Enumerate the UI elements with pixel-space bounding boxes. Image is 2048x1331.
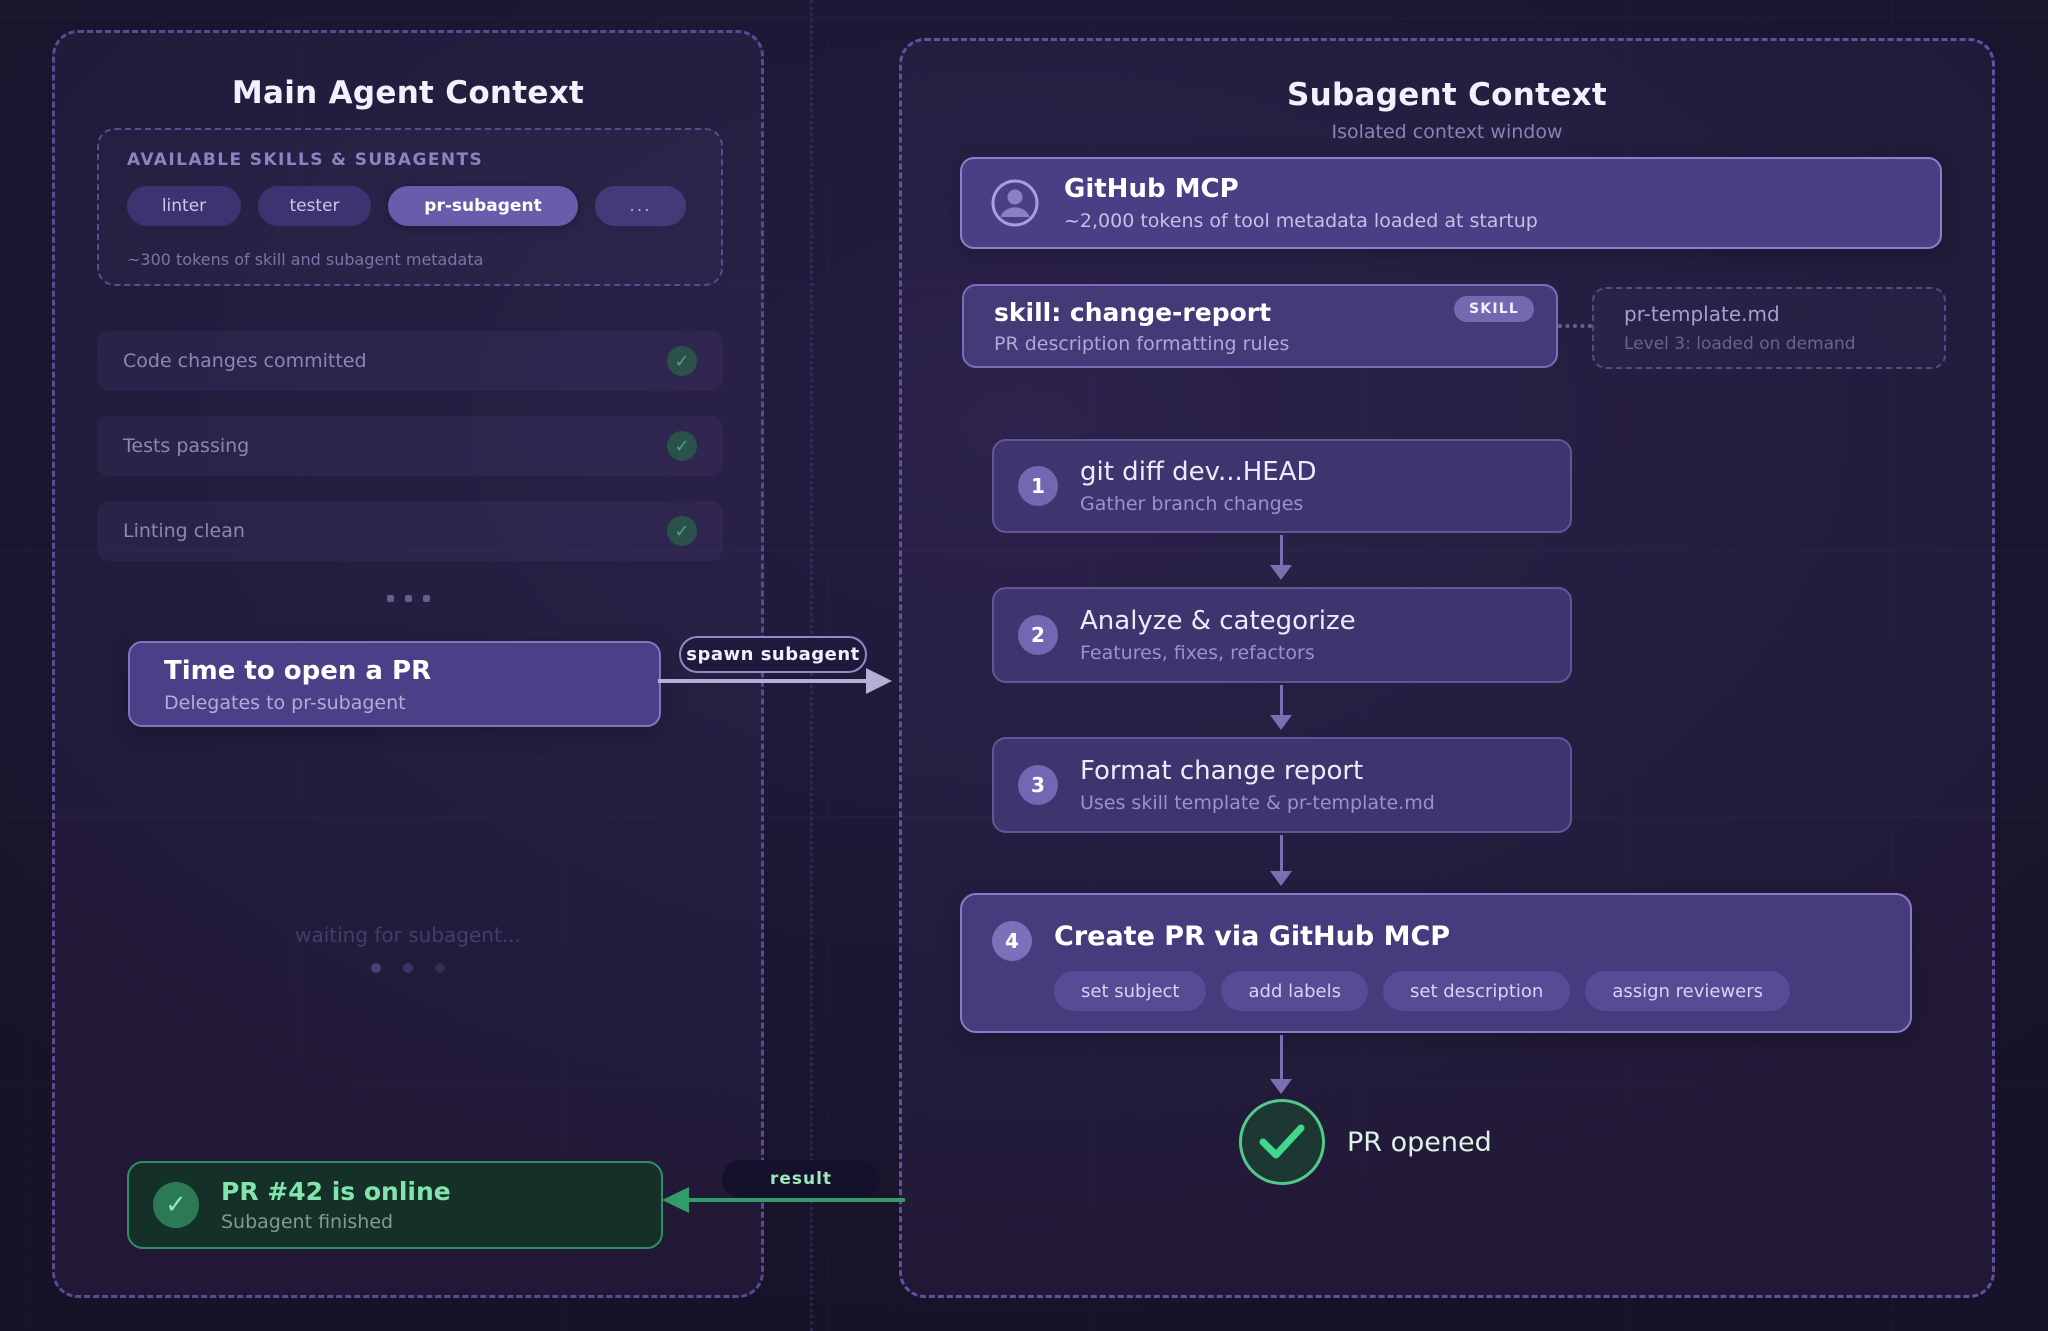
- ellipsis-dots: [55, 595, 761, 602]
- checklist-label: Linting clean: [123, 520, 245, 542]
- step-number-badge: 2: [1018, 615, 1058, 655]
- pr-opened-label: PR opened: [1347, 1127, 1492, 1158]
- step-subtitle: Gather branch changes: [1080, 493, 1304, 515]
- flow-arrow-line: [1280, 685, 1283, 717]
- skills-box-label: AVAILABLE SKILLS & SUBAGENTS: [127, 150, 484, 170]
- flow-arrow-head-icon: [1270, 871, 1292, 886]
- pr-opened-check-icon: [1239, 1099, 1325, 1185]
- pr-template-card: pr-template.md Level 3: loaded on demand: [1592, 287, 1946, 369]
- step-1-git-diff: 1 git diff dev...HEAD Gather branch chan…: [992, 439, 1572, 533]
- checklist-row-code-committed: Code changes committed ✓: [97, 331, 723, 391]
- flow-arrow-line: [1280, 1035, 1283, 1081]
- step-4-create-pr-card: 4 Create PR via GitHub MCP set subject a…: [960, 893, 1912, 1033]
- subagent-panel-title: Subagent Context: [1287, 77, 1607, 113]
- waiting-loader-dots: [55, 963, 761, 973]
- skill-pill-pr-subagent: pr-subagent: [388, 186, 578, 226]
- main-agent-context-panel: Main Agent Context AVAILABLE SKILLS & SU…: [52, 30, 764, 1298]
- step-title: Format change report: [1080, 756, 1364, 786]
- mcp-card-title: GitHub MCP: [1064, 174, 1239, 204]
- main-panel-title: Main Agent Context: [231, 75, 585, 111]
- time-card-title: Time to open a PR: [164, 656, 432, 686]
- step-number-badge: 3: [1018, 765, 1058, 805]
- step-subtitle: Features, fixes, refactors: [1080, 642, 1315, 664]
- subagent-panel-subtitle: Isolated context window: [1331, 121, 1563, 143]
- flow-arrow-head-icon: [1270, 1079, 1292, 1094]
- pr-card-subtitle: Subagent finished: [221, 1211, 394, 1233]
- flow-arrow-line: [1280, 835, 1283, 873]
- time-card-subtitle: Delegates to pr-subagent: [164, 692, 406, 714]
- spawn-arrow-head-icon: [866, 668, 892, 694]
- template-card-title: pr-template.md: [1624, 302, 1780, 326]
- pr-card-title: PR #42 is online: [221, 1177, 451, 1206]
- chip-add-labels: add labels: [1221, 971, 1368, 1011]
- flow-arrow-line: [1280, 535, 1283, 567]
- pr-online-result-card: ✓ PR #42 is online Subagent finished: [127, 1161, 663, 1249]
- skill-card-title: skill: change-report: [994, 298, 1272, 327]
- skill-pill-more: ...: [595, 186, 686, 226]
- step-title: Create PR via GitHub MCP: [1054, 921, 1451, 952]
- spawn-arrow-line: [658, 679, 868, 683]
- result-arrow-head-icon: [662, 1187, 689, 1213]
- chip-set-description: set description: [1383, 971, 1571, 1011]
- skill-pill-tester: tester: [258, 186, 371, 226]
- checklist-row-linting-clean: Linting clean ✓: [97, 501, 723, 561]
- skill-card-subtitle: PR description formatting rules: [994, 333, 1290, 355]
- skills-token-meta: ~300 tokens of skill and subagent metada…: [127, 250, 484, 269]
- step-title: Analyze & categorize: [1080, 606, 1356, 636]
- template-card-subtitle: Level 3: loaded on demand: [1624, 334, 1856, 354]
- result-label: result: [722, 1160, 880, 1198]
- chip-assign-reviewers: assign reviewers: [1585, 971, 1791, 1011]
- step-subtitle: Uses skill template & pr-template.md: [1080, 792, 1435, 814]
- check-circle-icon: ✓: [667, 431, 697, 461]
- checklist-label: Tests passing: [123, 435, 250, 457]
- flow-arrow-head-icon: [1270, 565, 1292, 580]
- time-to-open-pr-card: Time to open a PR Delegates to pr-subage…: [128, 641, 661, 727]
- avatar-icon: [990, 178, 1040, 228]
- checklist-label: Code changes committed: [123, 350, 367, 372]
- step-2-analyze: 2 Analyze & categorize Features, fixes, …: [992, 587, 1572, 683]
- skills-pill-row: linter tester pr-subagent ...: [127, 186, 686, 226]
- waiting-for-subagent-text: waiting for subagent...: [295, 923, 521, 947]
- skill-template-connector-line: [1558, 324, 1592, 328]
- step-3-format-report: 3 Format change report Uses skill templa…: [992, 737, 1572, 833]
- chip-set-subject: set subject: [1054, 971, 1207, 1011]
- check-circle-icon: ✓: [667, 346, 697, 376]
- pr-action-chip-row: set subject add labels set description a…: [1054, 971, 1791, 1011]
- flow-arrow-head-icon: [1270, 715, 1292, 730]
- result-arrow-line: [688, 1198, 905, 1202]
- check-circle-icon: ✓: [667, 516, 697, 546]
- step-number-badge: 1: [1018, 466, 1058, 506]
- skill-badge: SKILL: [1454, 296, 1534, 322]
- available-skills-box: AVAILABLE SKILLS & SUBAGENTS linter test…: [97, 128, 723, 286]
- success-check-icon: ✓: [153, 1182, 199, 1228]
- mcp-card-subtitle: ~2,000 tokens of tool metadata loaded at…: [1064, 210, 1538, 232]
- step-title: git diff dev...HEAD: [1080, 457, 1317, 487]
- checklist-row-tests-passing: Tests passing ✓: [97, 416, 723, 476]
- skill-pill-linter: linter: [127, 186, 241, 226]
- github-mcp-card: GitHub MCP ~2,000 tokens of tool metadat…: [960, 157, 1942, 249]
- subagent-context-panel: Subagent Context Isolated context window…: [899, 38, 1995, 1298]
- spawn-subagent-label: spawn subagent: [679, 636, 867, 673]
- step-number-badge: 4: [992, 921, 1032, 961]
- skill-change-report-card: skill: change-report PR description form…: [962, 284, 1558, 368]
